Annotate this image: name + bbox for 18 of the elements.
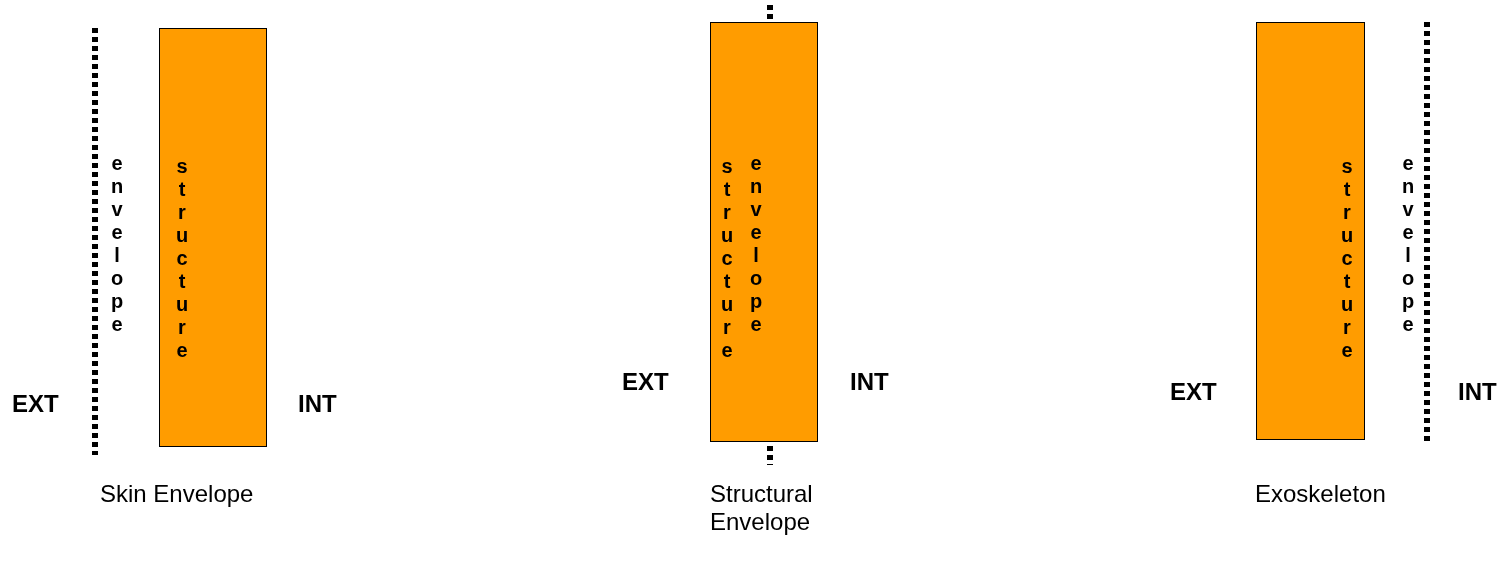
structure-column — [159, 28, 267, 447]
side-label: INT — [298, 390, 337, 418]
caption: Skin Envelope — [100, 480, 254, 508]
structure-column — [1256, 22, 1365, 440]
vertical-label: structure — [172, 155, 192, 362]
side-label: INT — [850, 368, 889, 396]
vertical-label: structure — [1337, 155, 1357, 362]
caption: Structural Envelope — [710, 480, 814, 536]
caption: Exoskeleton — [1255, 480, 1386, 508]
vertical-label: envelope — [1398, 152, 1418, 336]
vertical-label: envelope — [746, 152, 766, 336]
side-label: INT — [1458, 378, 1497, 406]
structure-column — [710, 22, 818, 442]
side-label: EXT — [622, 368, 669, 396]
side-label: EXT — [12, 390, 59, 418]
side-label: EXT — [1170, 378, 1217, 406]
vertical-label: structure — [717, 155, 737, 362]
vertical-label: envelope — [107, 152, 127, 336]
